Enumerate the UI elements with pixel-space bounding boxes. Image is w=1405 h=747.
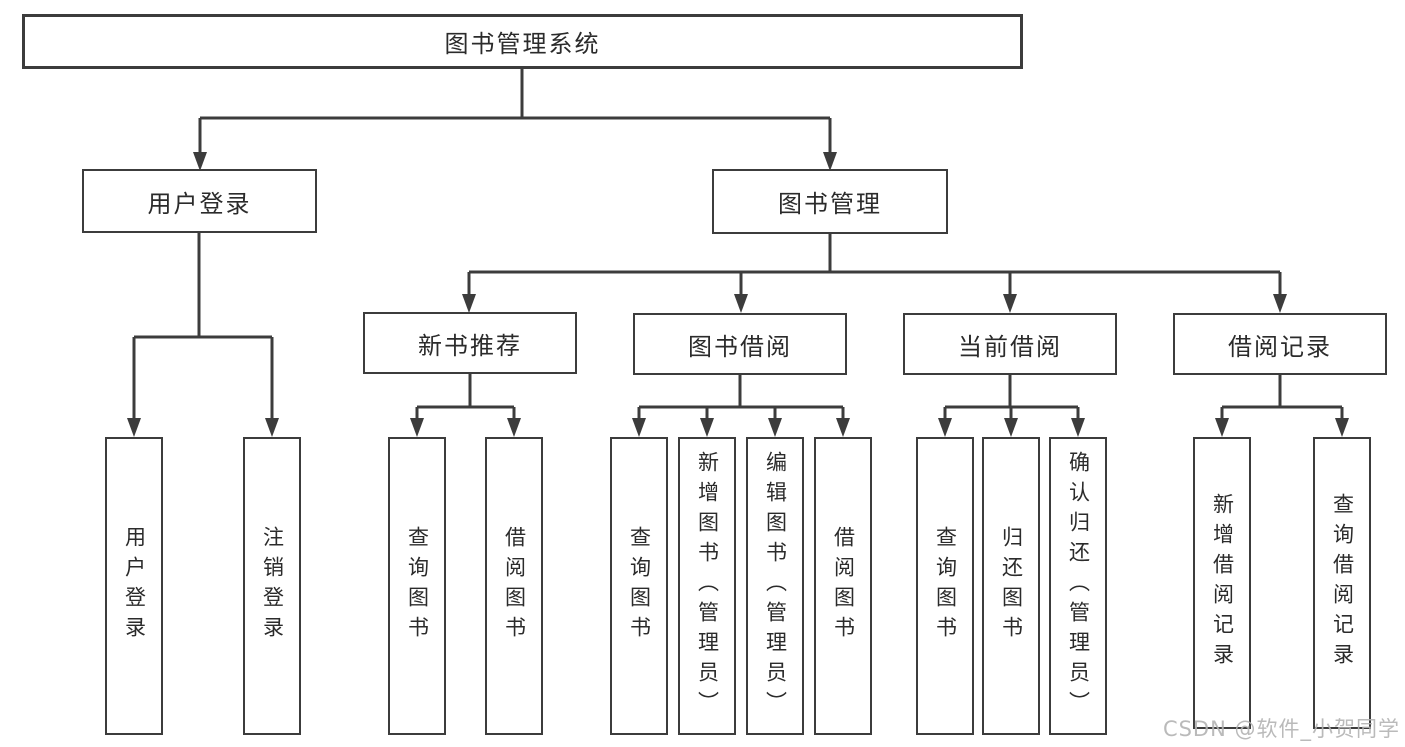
node-label: 图书管理 — [778, 190, 882, 218]
node-current-borrowing: 当前借阅 — [903, 313, 1117, 375]
node-label: 注销登录 — [260, 526, 285, 646]
connector-book-borrow-to-leaves — [637, 375, 845, 418]
arrowhead — [410, 418, 424, 437]
leaf-borrow-books: 借阅图书 — [814, 437, 872, 735]
connector-book-management-to-level3 — [467, 234, 1282, 295]
arrowhead — [768, 418, 782, 437]
node-label: 查询图书 — [405, 526, 430, 646]
node-label: 用户登录 — [122, 526, 147, 646]
arrowhead — [1215, 418, 1229, 437]
node-label: 新增借阅记录 — [1210, 493, 1235, 673]
node-label: 归还图书 — [999, 526, 1024, 646]
node-new-book-recommendation: 新书推荐 — [363, 312, 577, 374]
node-book-borrowing: 图书借阅 — [633, 313, 847, 375]
arrowhead — [1071, 418, 1085, 437]
node-label: 当前借阅 — [958, 332, 1062, 361]
node-label: 借阅图书 — [502, 526, 527, 646]
node-label: 查询图书 — [627, 526, 652, 646]
node-label: 确认归还（管理员） — [1066, 451, 1091, 721]
leaf-query-books-borrow: 查询图书 — [610, 437, 668, 735]
node-label: 用户登录 — [147, 189, 252, 218]
leaf-confirm-return-admin: 确认归还（管理员） — [1049, 437, 1107, 735]
node-library-management-system: 图书管理系统 — [22, 14, 1023, 69]
leaf-query-books-current: 查询图书 — [916, 437, 974, 735]
node-label: 新增图书（管理员） — [695, 451, 720, 721]
node-label: 借阅图书 — [831, 526, 856, 646]
connector-current-borrow-to-leaves — [943, 375, 1080, 418]
leaf-query-borrow-record: 查询借阅记录 — [1313, 437, 1371, 729]
leaf-user-login: 用户登录 — [105, 437, 163, 735]
leaf-logout: 注销登录 — [243, 437, 301, 735]
arrowhead — [938, 418, 952, 437]
node-user-login: 用户登录 — [82, 169, 317, 233]
arrowhead — [1004, 418, 1018, 437]
arrowhead — [193, 152, 207, 171]
arrowhead — [700, 418, 714, 437]
arrowheads — [127, 152, 1349, 437]
node-label: 编辑图书（管理员） — [763, 451, 788, 721]
leaf-borrow-books-recommend: 借阅图书 — [485, 437, 543, 735]
leaf-add-book-admin: 新增图书（管理员） — [678, 437, 736, 735]
arrowhead — [823, 152, 837, 171]
node-borrowing-records: 借阅记录 — [1173, 313, 1387, 375]
node-book-management: 图书管理 — [712, 169, 948, 234]
node-label: 借阅记录 — [1228, 332, 1332, 361]
connector-root-to-level2 — [198, 68, 832, 153]
node-label: 查询图书 — [933, 526, 958, 646]
leaf-query-books-recommend: 查询图书 — [388, 437, 446, 735]
csdn-watermark: CSDN @软件_小贺同学 — [1162, 717, 1400, 741]
arrowhead — [265, 418, 279, 437]
arrowhead — [1003, 294, 1017, 313]
arrowhead — [462, 294, 476, 313]
arrowhead — [127, 418, 141, 437]
arrowhead — [1335, 418, 1349, 437]
node-label: 查询借阅记录 — [1330, 493, 1355, 673]
node-label: 图书管理系统 — [444, 30, 601, 58]
leaf-return-book: 归还图书 — [982, 437, 1040, 735]
arrowhead — [632, 418, 646, 437]
node-label: 图书借阅 — [688, 332, 792, 361]
arrowhead — [1273, 294, 1287, 313]
connector-new-book-to-leaves — [415, 374, 516, 418]
leaf-add-borrow-record: 新增借阅记录 — [1193, 437, 1251, 729]
leaf-edit-book-admin: 编辑图书（管理员） — [746, 437, 804, 735]
arrowhead — [507, 418, 521, 437]
node-label: 新书推荐 — [418, 331, 522, 360]
connector-user-login-to-leaves — [132, 233, 274, 418]
arrowhead — [836, 418, 850, 437]
arrowhead — [734, 294, 748, 313]
connector-borrow-records-to-leaves — [1220, 375, 1344, 418]
